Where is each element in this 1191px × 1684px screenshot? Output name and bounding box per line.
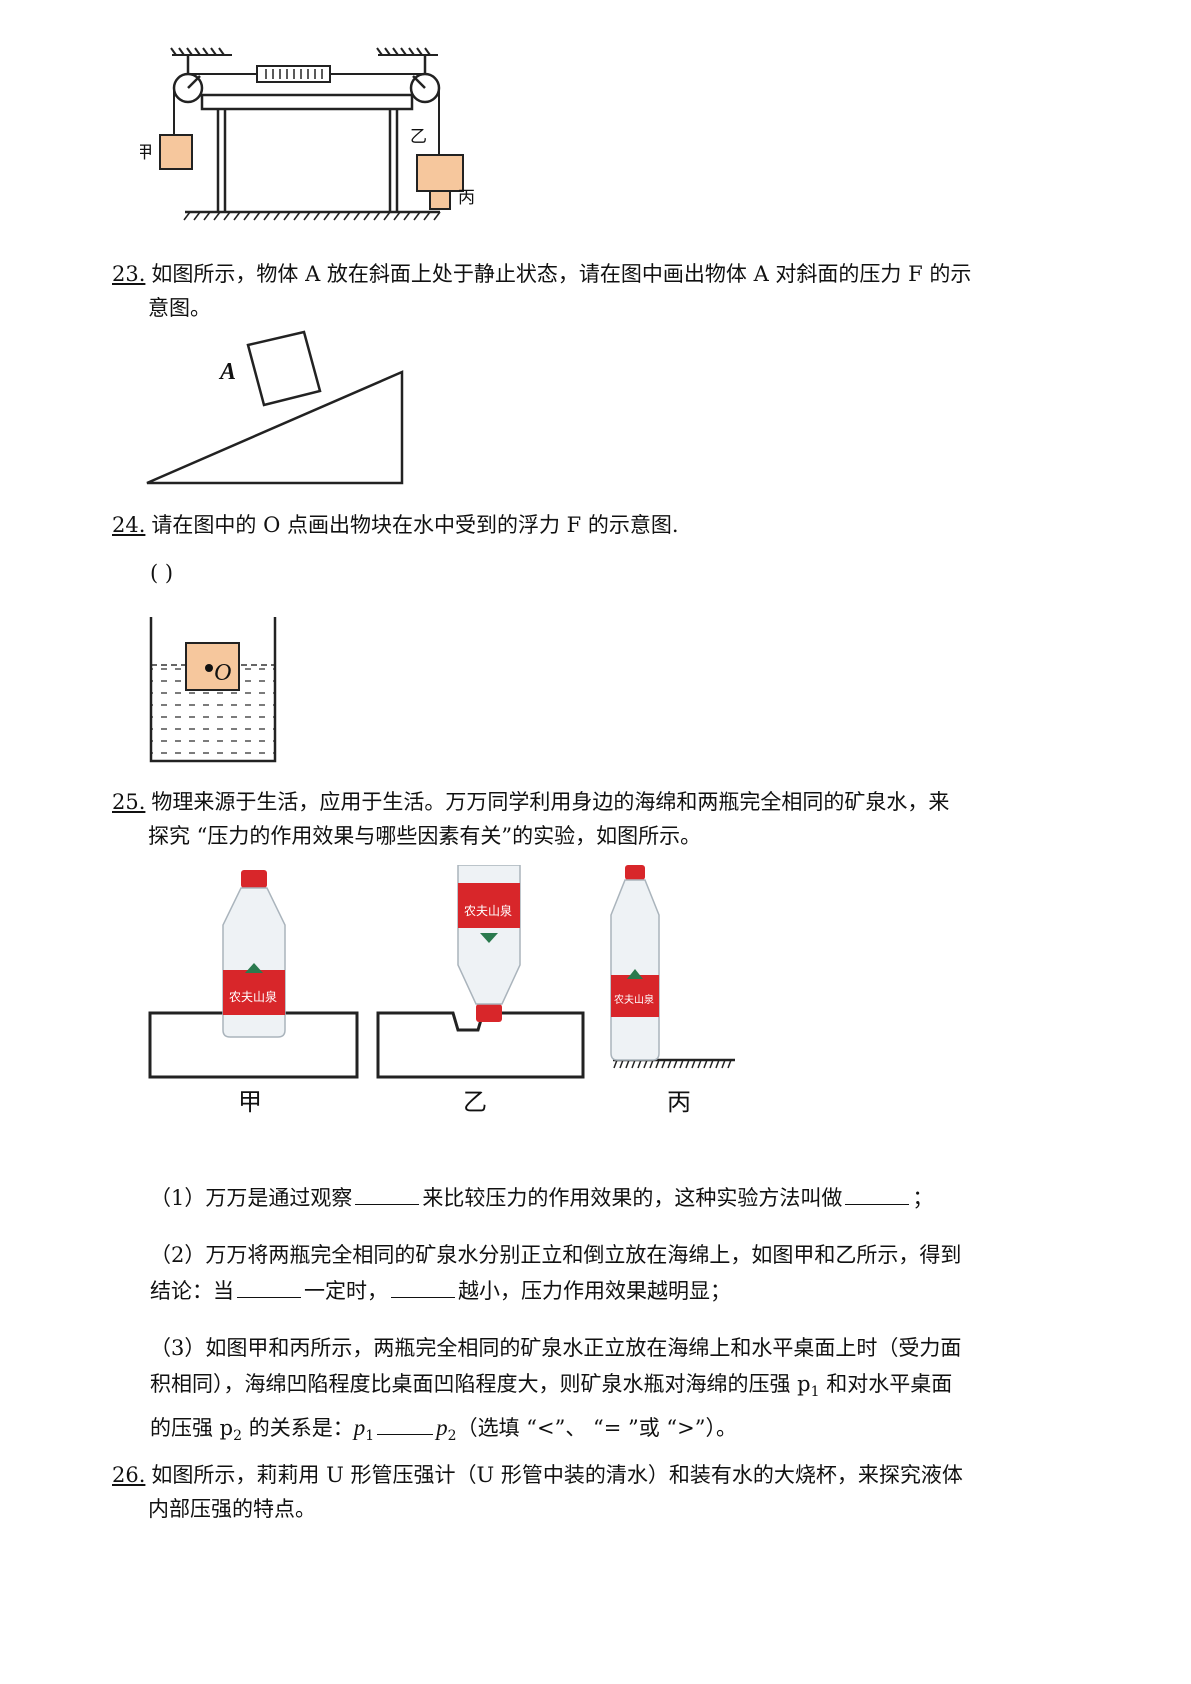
bottle-brand: 农夫山泉	[464, 904, 512, 918]
block-jia	[159, 134, 193, 170]
q25-sub-1: （1）万万是通过观察 来比较压力的作用效果的，这种实验方法叫做 ；	[150, 1180, 1110, 1216]
bottle-brand: 农夫山泉	[229, 990, 277, 1004]
subscript: 2	[447, 1428, 457, 1445]
sub-text: 来比较压力的作用效果的，这种实验方法叫做	[422, 1186, 843, 1210]
answer-blank[interactable]	[355, 1182, 420, 1205]
sub-text: 一定时，	[304, 1279, 388, 1303]
pulley-table-figure: 甲 乙 丙	[140, 47, 475, 221]
question-text: 请在图中的 O 点画出物块在水中受到的浮力 F 的示意图.	[151, 513, 679, 537]
question-text-cont: 探究 “压力的作用效果与哪些因素有关”的实验，如图所示。	[148, 824, 702, 848]
question-text: 如图所示，莉莉用 U 形管压强计（U 形管中装的清水）和装有水的大烧杯，来探究液…	[151, 1463, 963, 1487]
q25-sub-3: （3）如图甲和丙所示，两瓶完全相同的矿泉水正立放在海绵上和水平桌面上时（受力面 …	[150, 1330, 1110, 1454]
incline-figure: A	[146, 330, 404, 485]
sub-text: 的压强 p	[150, 1416, 234, 1441]
answer-blank[interactable]	[845, 1182, 910, 1205]
question-26: 26.如图所示，莉莉用 U 形管压强计（U 形管中装的清水）和装有水的大烧杯，来…	[112, 1458, 1112, 1526]
question-text: 如图所示，物体 A 放在斜面上处于静止状态，请在图中画出物体 A 对斜面的压力 …	[151, 262, 972, 286]
symbol-p1: p	[353, 1415, 366, 1441]
block-yi	[416, 154, 464, 192]
sub-text: ；	[912, 1186, 934, 1210]
question-number: 26.	[112, 1463, 146, 1487]
label-yi: 乙	[410, 127, 427, 147]
bottle-yi: 农夫山泉	[457, 865, 521, 1022]
block-bing	[429, 190, 451, 210]
floating-block	[185, 642, 240, 691]
label-yi: 乙	[463, 1088, 487, 1115]
bottle-jia: 农夫山泉	[222, 870, 286, 1038]
sub-text: （3）如图甲和丙所示，两瓶完全相同的矿泉水正立放在海绵上和水平桌面上时（受力面	[150, 1336, 962, 1360]
label-o: O	[214, 660, 231, 686]
answer-blank[interactable]	[391, 1275, 455, 1298]
label-jia: 甲	[238, 1088, 262, 1115]
answer-paren: ( )	[150, 561, 174, 585]
subscript: 1	[810, 1384, 820, 1401]
q25-sub-2: （2）万万将两瓶完全相同的矿泉水分别正立和倒立放在海绵上，如图甲和乙所示，得到 …	[150, 1237, 1110, 1309]
question-text-cont: 意图。	[148, 296, 211, 320]
question-number: 25.	[112, 790, 146, 814]
symbol-p2: p	[436, 1415, 448, 1441]
sub-text: （2）万万将两瓶完全相同的矿泉水分别正立和倒立放在海绵上，如图甲和乙所示，得到	[150, 1243, 962, 1267]
bottle-experiment-figure: 农夫山泉 农夫山泉 农夫山泉 甲 乙 丙	[148, 865, 735, 1115]
question-25: 25.物理来源于生活，应用于生活。万万同学利用身边的海绵和两瓶完全相同的矿泉水，…	[112, 785, 1112, 853]
answer-blank[interactable]	[377, 1412, 434, 1436]
question-24: 24.请在图中的 O 点画出物块在水中受到的浮力 F 的示意图.	[112, 508, 1112, 542]
bottle-bing: 农夫山泉	[610, 865, 660, 1061]
label-bing: 丙	[458, 188, 475, 208]
sub-text: （选填 “<”、 “= ”或 “>”）。	[456, 1416, 737, 1441]
question-23: 23.如图所示，物体 A 放在斜面上处于静止状态，请在图中画出物体 A 对斜面的…	[112, 257, 1112, 325]
subscript: 1	[365, 1428, 375, 1445]
question-number: 23.	[112, 262, 146, 286]
bottle-brand: 农夫山泉	[614, 993, 654, 1006]
question-text-cont: 内部压强的特点。	[148, 1497, 316, 1521]
sub-text: 积相同），海绵凹陷程度比桌面凹陷程度大，则矿泉水瓶对海绵的压强 p	[150, 1372, 811, 1396]
answer-blank[interactable]	[237, 1275, 301, 1298]
sub-text: （1）万万是通过观察	[150, 1186, 353, 1210]
question-number: 24.	[112, 513, 146, 537]
sub-text: 的关系是：	[242, 1416, 354, 1441]
block-a	[246, 330, 322, 407]
point-o	[205, 664, 213, 672]
sub-text: 结论：当	[150, 1279, 234, 1303]
label-bing: 丙	[667, 1088, 691, 1115]
question-text: 物理来源于生活，应用于生活。万万同学利用身边的海绵和两瓶完全相同的矿泉水，来	[151, 790, 950, 814]
beaker-figure: O	[149, 617, 277, 763]
subscript: 2	[233, 1428, 243, 1445]
label-jia: 甲	[140, 143, 153, 163]
sub-text: 和对水平桌面	[819, 1372, 953, 1396]
sub-text: 越小，压力作用效果越明显；	[458, 1279, 731, 1303]
label-a: A	[218, 359, 236, 385]
